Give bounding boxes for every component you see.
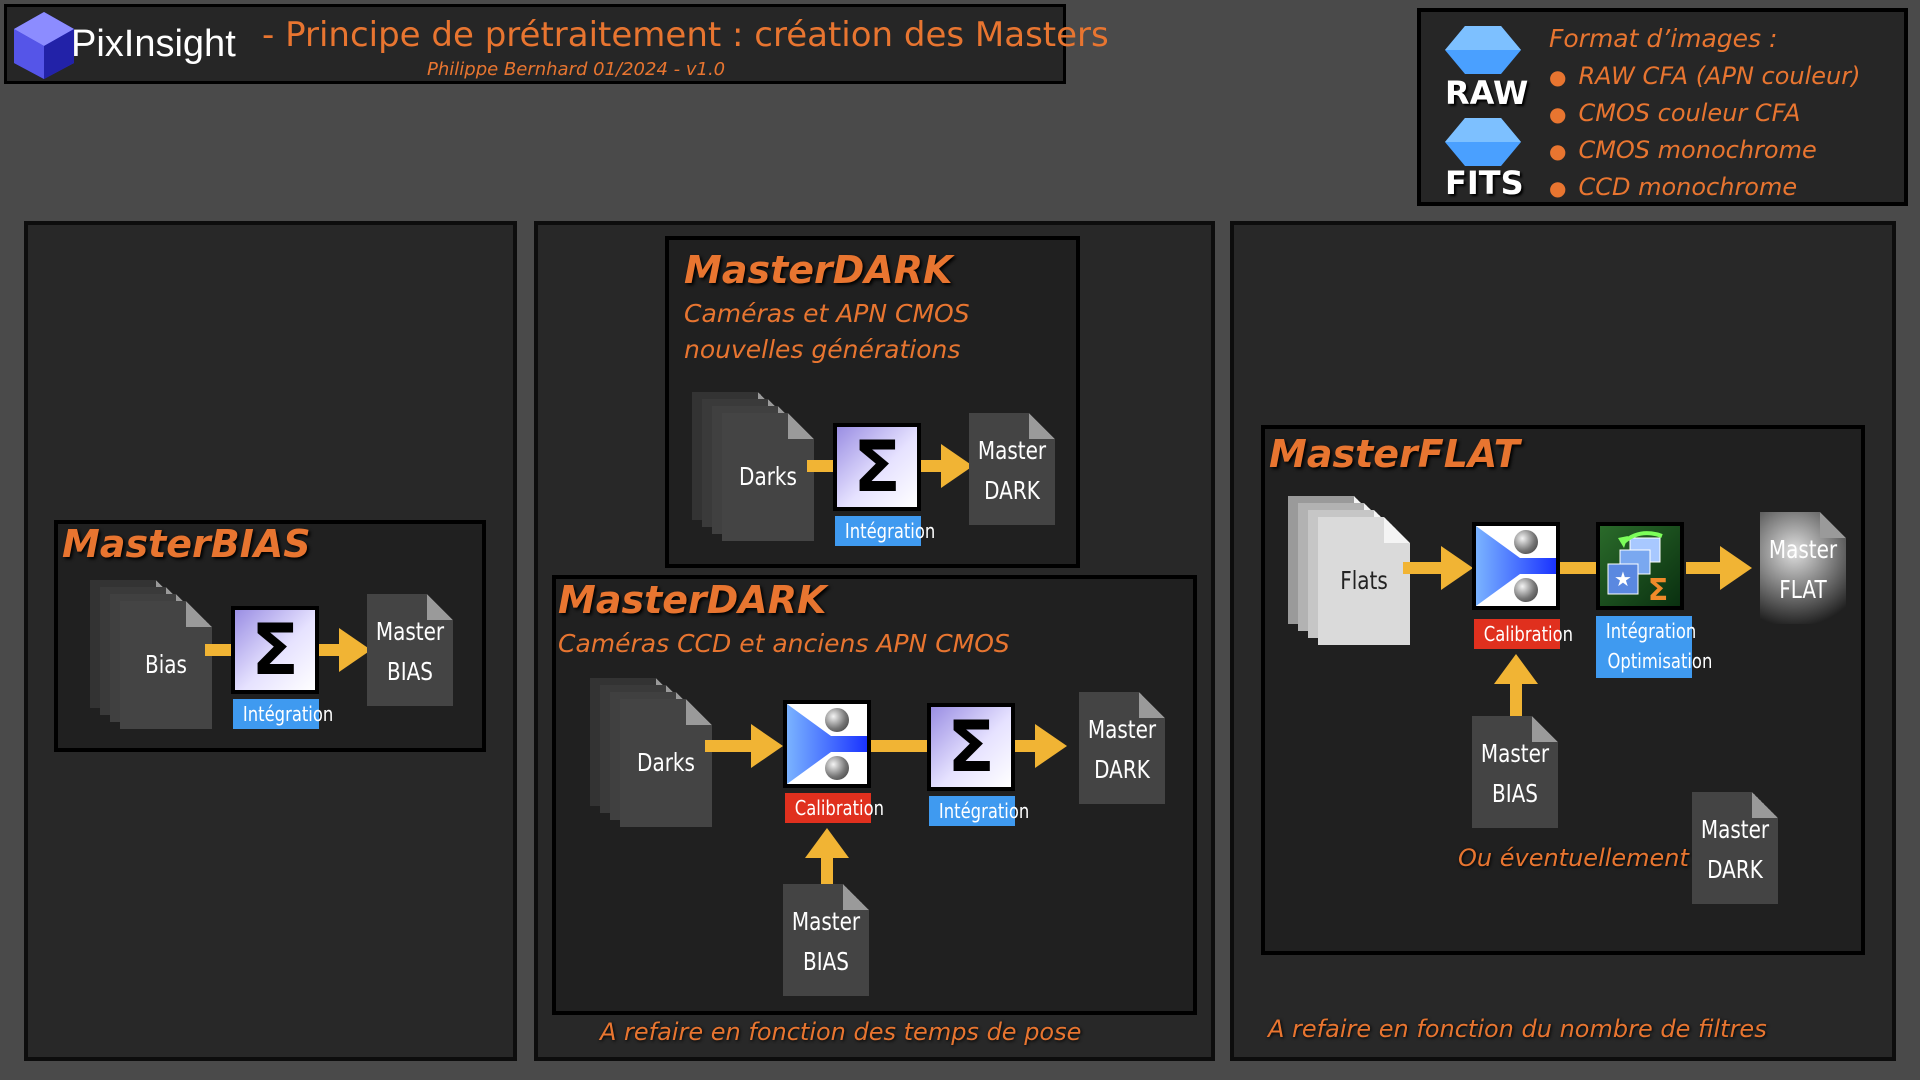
master-bias-input: Master BIAS xyxy=(783,884,869,996)
output-label-line1: Master xyxy=(1768,535,1838,564)
arrow-head-up-icon xyxy=(805,828,849,858)
output-label-line2: DARK xyxy=(984,476,1040,505)
output-label-line2: FLAT xyxy=(1779,575,1827,604)
pixinsight-logo-icon xyxy=(14,12,74,79)
integration-tool-icon: Σ xyxy=(833,423,921,511)
master-flat-output: Master FLAT xyxy=(1760,512,1846,624)
calibration-tag: Calibration xyxy=(785,793,884,823)
format-item: RAW CFA (APN couleur) xyxy=(1549,58,1860,95)
format-item: CCD monochrome xyxy=(1549,169,1861,206)
stars-sigma-icon: ★ Σ xyxy=(1607,531,1669,606)
arrow-head-icon xyxy=(941,444,973,488)
integration-tag: Intégration xyxy=(835,516,935,546)
integration-optimisation-tool-icon: ★ Σ xyxy=(1596,522,1684,610)
masterflat-heading: MasterFLAT xyxy=(1269,432,1520,476)
flat-note: A refaire en fonction du nombre de filtr… xyxy=(1268,1015,1767,1043)
arrow-line xyxy=(871,740,929,752)
input-label-line2: BIAS xyxy=(803,947,849,976)
arrow-line xyxy=(1686,562,1722,574)
format-heading: Format d’images : xyxy=(1549,24,1778,53)
arrow-head-icon xyxy=(751,724,783,768)
arrow-line xyxy=(205,644,233,656)
master-dark-output: Master DARK xyxy=(1079,692,1165,804)
bias-input-label: Bias xyxy=(145,650,187,679)
frame-doc: Darks xyxy=(722,413,814,541)
arrow-line xyxy=(1015,740,1037,752)
optim-label-line1: Intégration xyxy=(1605,619,1697,643)
masterbias-heading: MasterBIAS xyxy=(62,522,311,566)
svg-text:★: ★ xyxy=(1614,567,1632,591)
calibration-tag: Calibration xyxy=(1474,619,1573,649)
arrow-head-up-icon xyxy=(1494,654,1538,684)
frame-doc: Flats xyxy=(1318,517,1410,645)
masterdark-new-subtitle-2: nouvelles générations xyxy=(684,335,961,364)
fits-label: FITS xyxy=(1445,164,1524,202)
header-bar: PixInsight - Principe de prétraitement :… xyxy=(4,4,1109,84)
frame-doc: Darks xyxy=(620,699,712,827)
arrow-head-icon xyxy=(1441,546,1473,590)
darks-input-label: Darks xyxy=(739,462,797,491)
arrow-head-icon xyxy=(1035,724,1067,768)
arrow-head-icon xyxy=(339,628,371,672)
author-credit: Philippe Bernhard 01/2024 - v1.0 xyxy=(427,59,726,80)
arrow-line xyxy=(319,644,341,656)
integration-optimisation-tag: Intégration Optimisation xyxy=(1596,616,1712,678)
input-label-line2: DARK xyxy=(1707,855,1763,884)
output-label-line2: DARK xyxy=(1094,755,1150,784)
arrow-head-icon xyxy=(1720,546,1752,590)
dark-note: A refaire en fonction des temps de pose xyxy=(600,1018,1082,1046)
integration-tool-icon: Σ xyxy=(927,703,1015,791)
frame-doc: Bias xyxy=(120,601,212,729)
output-label-line1: Master xyxy=(1087,715,1157,744)
output-label-line1: Master xyxy=(375,617,445,646)
master-bias-output: Master BIAS xyxy=(367,594,453,706)
input-label-line1: Master xyxy=(791,907,861,936)
calibration-tool-icon xyxy=(783,700,871,788)
masterdark-new-subtitle-1: Caméras et APN CMOS xyxy=(684,299,970,328)
arrow-line xyxy=(705,740,753,752)
integration-tag: Intégration xyxy=(929,796,1029,826)
format-list: RAW CFA (APN couleur) CMOS couleur CFA C… xyxy=(1549,58,1861,206)
fits-format-icon xyxy=(1445,118,1521,166)
calibration-tool-icon xyxy=(1472,522,1560,610)
masterdark-ccd-heading: MasterDARK xyxy=(558,578,827,622)
bias-frames-stack: Bias xyxy=(90,580,215,730)
input-label-line1: Master xyxy=(1700,815,1770,844)
arrow-line xyxy=(1560,562,1598,574)
format-item: CMOS monochrome xyxy=(1549,132,1861,169)
flats-stack: Flats xyxy=(1288,496,1413,646)
alternative-label: Ou éventuellement xyxy=(1458,844,1689,872)
arrow-line xyxy=(921,460,943,472)
master-bias-input: Master BIAS xyxy=(1472,716,1558,828)
page-title: - Principe de prétraitement : création d… xyxy=(262,15,1109,55)
output-label-line2: BIAS xyxy=(387,657,433,686)
output-label-line1: Master xyxy=(977,436,1047,465)
input-label-line1: Master xyxy=(1480,739,1550,768)
master-dark-output: Master DARK xyxy=(969,413,1055,525)
arrow-line xyxy=(821,856,833,886)
arrow-line xyxy=(1510,682,1522,718)
master-dark-input: Master DARK xyxy=(1692,792,1778,904)
raw-label: RAW xyxy=(1445,74,1529,112)
svg-text:Σ: Σ xyxy=(1648,573,1669,606)
integration-tag: Intégration xyxy=(233,699,333,729)
flats-input-label: Flats xyxy=(1340,566,1388,595)
darks-input-label: Darks xyxy=(637,748,695,777)
arrow-line xyxy=(807,460,835,472)
darks-stack-ccd: Darks xyxy=(590,678,715,828)
format-box: RAW FITS Format d’images : RAW CFA (APN … xyxy=(1417,8,1908,206)
darks-stack-new: Darks xyxy=(692,392,817,542)
masterdark-new-heading: MasterDARK xyxy=(684,248,953,292)
arrow-line xyxy=(1403,562,1443,574)
raw-format-icon xyxy=(1445,26,1521,74)
logo-text: PixInsight xyxy=(71,23,236,65)
input-label-line2: BIAS xyxy=(1492,779,1538,808)
masterdark-ccd-subtitle: Caméras CCD et anciens APN CMOS xyxy=(558,629,1010,658)
format-item: CMOS couleur CFA xyxy=(1549,95,1861,132)
integration-tool-icon: Σ xyxy=(231,606,319,694)
optim-label-line2: Optimisation xyxy=(1607,649,1713,673)
